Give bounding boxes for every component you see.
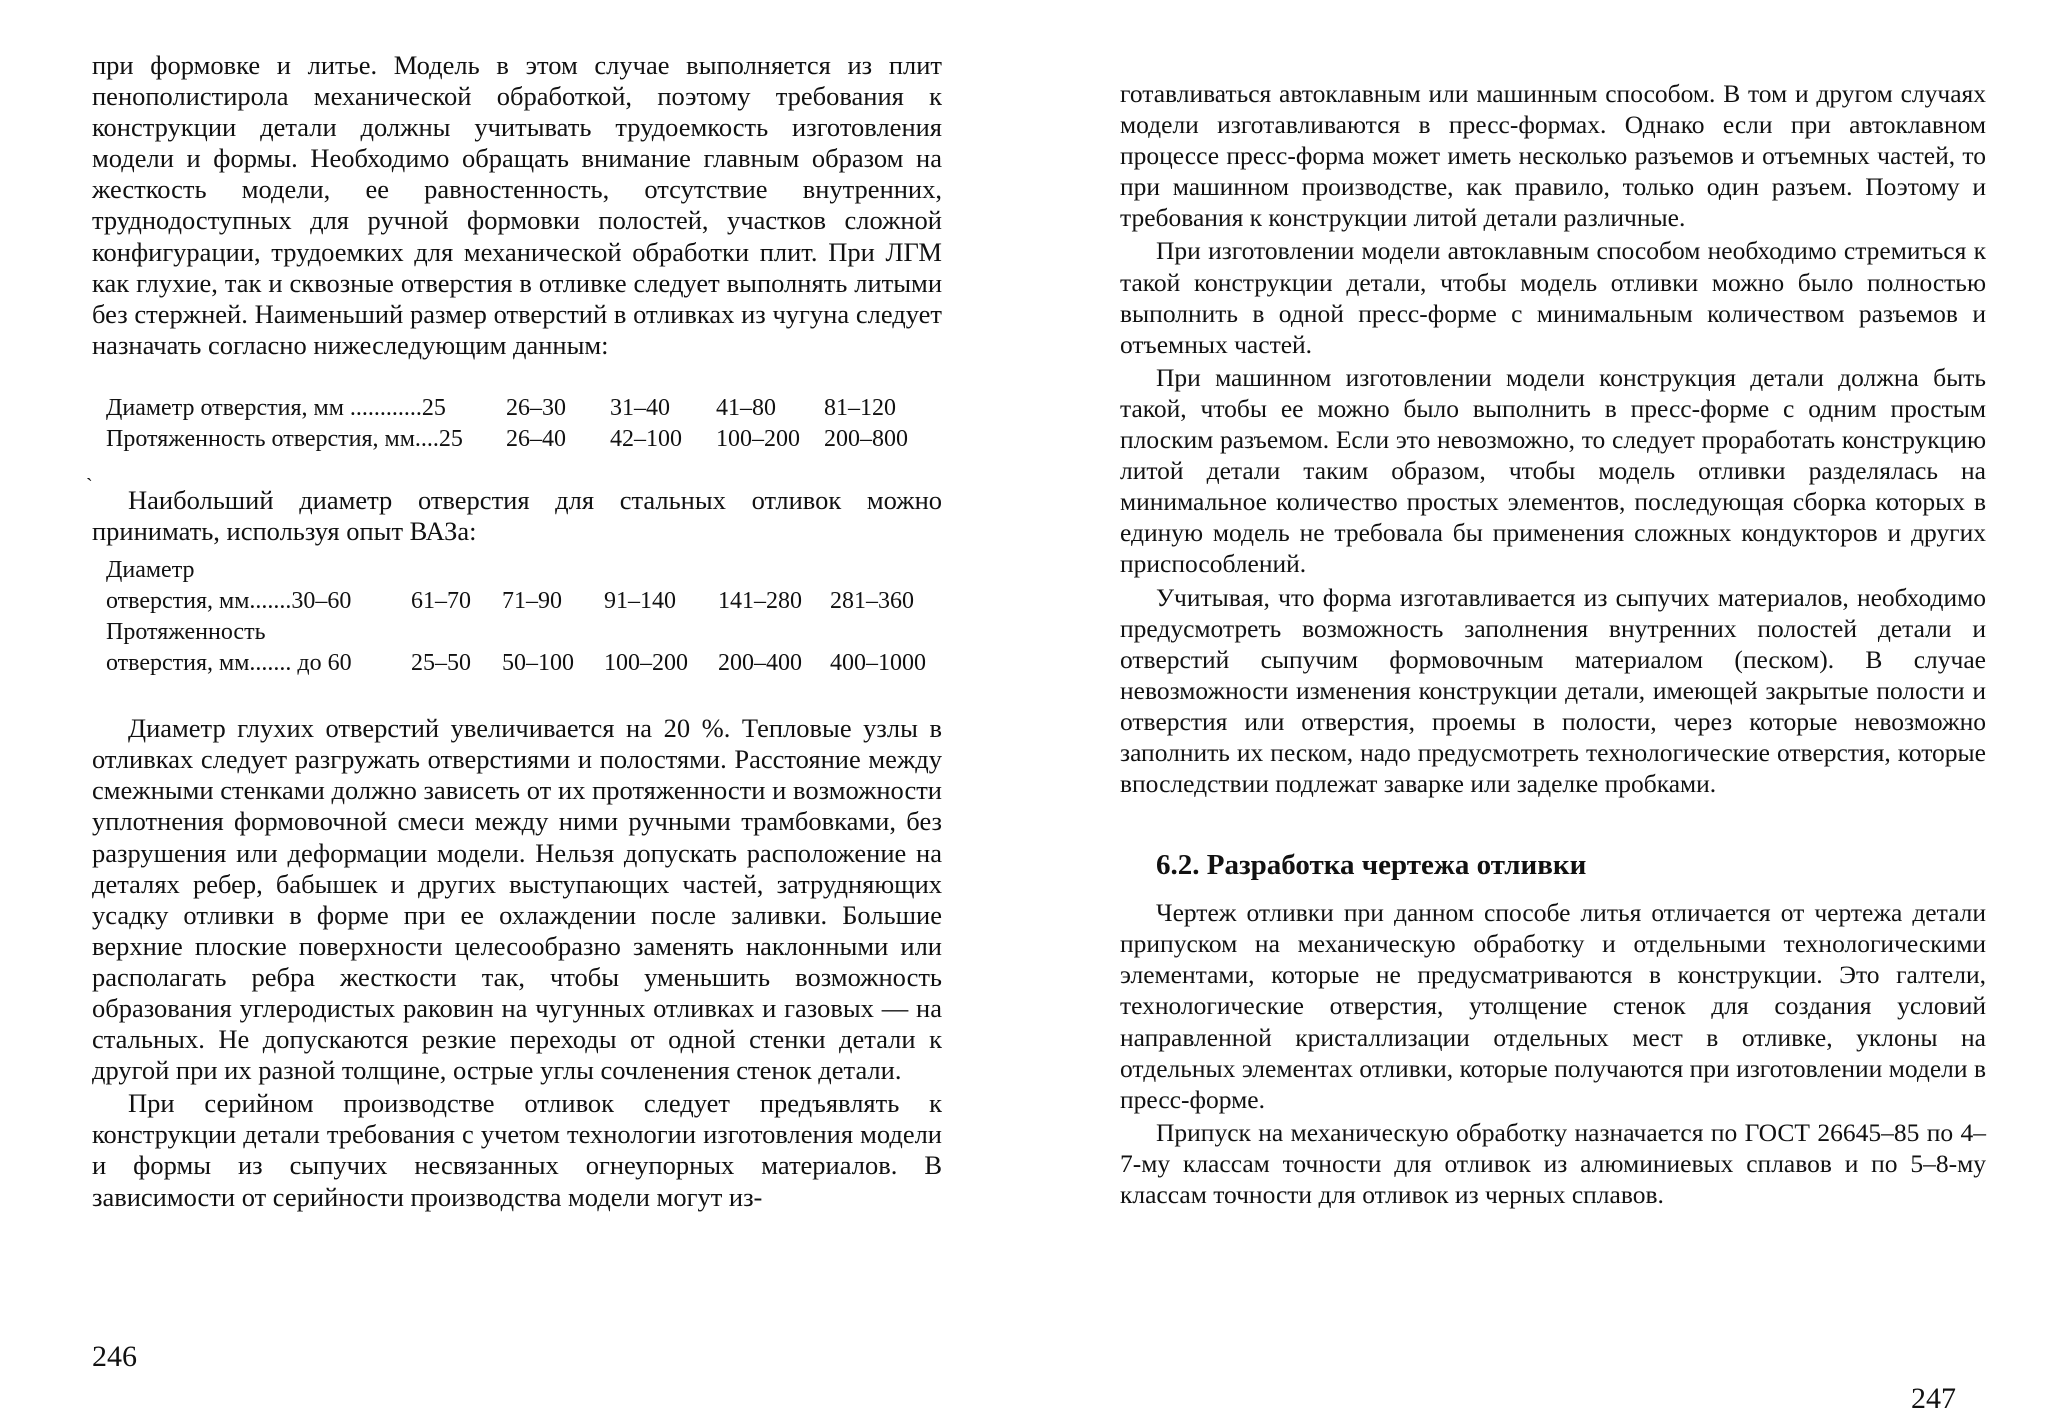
page-number-right: 247 <box>1911 1382 1956 1415</box>
right-paragraph-1: готавливаться автоклавным или машинным с… <box>1120 79 1986 233</box>
table-row-label: отверстия, мм.......30–60 <box>106 588 352 615</box>
table-row: отверстия, мм....... до 60 25–50 50–100 … <box>106 648 926 679</box>
table-cell: 200–400 <box>718 650 802 677</box>
page-number-left: 246 <box>92 1340 137 1373</box>
table-row-title: Протяженность <box>106 619 266 646</box>
table-row: отверстия, мм.......30–60 61–70 71–90 91… <box>106 586 926 617</box>
table-cell: 141–280 <box>718 588 802 615</box>
table-cell: 100–200 <box>604 650 688 677</box>
table-row: Протяженность отверстия, мм....25 26–40 … <box>106 424 908 455</box>
table-cell: 26–40 <box>506 425 566 452</box>
hole-size-table-steel: Диаметр отверстия, мм.......30–60 61–70 … <box>106 555 926 679</box>
left-paragraph-2-block: ` Наибольший диаметр отверстия для сталь… <box>86 475 942 547</box>
right-paragraph-3: При машинном изготовлении модели констру… <box>1120 362 1986 579</box>
table-cell: 81–120 <box>824 394 896 421</box>
right-paragraph-6: Припуск на механическую обработку назнач… <box>1120 1117 1986 1209</box>
right-page: готавливаться автоклавным или машинным с… <box>1024 0 2048 1428</box>
table-row-title: Диаметр <box>106 557 195 584</box>
table-cell: 71–90 <box>502 588 562 615</box>
table-cell: 25–50 <box>411 650 471 677</box>
table-cell: 281–360 <box>830 588 914 615</box>
table-cell: 91–140 <box>604 588 676 615</box>
table-cell: 31–40 <box>610 394 670 421</box>
right-paragraph-2: При изготовлении модели автоклавным спос… <box>1120 236 1986 359</box>
table-cell: 61–70 <box>411 588 471 615</box>
table-row-label: Диаметр отверстия, мм ............25 <box>106 394 446 421</box>
table-cell: 400–1000 <box>830 650 926 677</box>
left-paragraph-2: Наибольший диаметр отверстия для стальны… <box>92 484 942 547</box>
left-paragraph-3: Диаметр глухих отверстий увеличивается н… <box>92 713 942 1086</box>
left-paragraph-4: При серийном производстве отливок следуе… <box>92 1088 942 1212</box>
table-cell: 26–30 <box>506 394 566 421</box>
table-cell: 200–800 <box>824 425 908 452</box>
table-cell: 100–200 <box>716 425 800 452</box>
table-row-label: Протяженность отверстия, мм....25 <box>106 425 463 452</box>
table-cell: 41–80 <box>716 394 776 421</box>
table-cell: 50–100 <box>502 650 574 677</box>
right-paragraph-5: Чертеж отливки при данном способе литья … <box>1120 898 1986 1114</box>
right-text-column: готавливаться автоклавным или машинным с… <box>1120 78 1986 1210</box>
hole-size-table-cast-iron: Диаметр отверстия, мм ............25 26–… <box>106 393 908 455</box>
table-row: Диаметр отверстия, мм ............25 26–… <box>106 393 908 424</box>
table-row: Диаметр <box>106 555 926 586</box>
right-paragraph-4: Учитывая, что форма изготавливается из с… <box>1120 582 1986 799</box>
left-paragraph-1: при формовке и литье. Модель в этом случ… <box>92 50 942 360</box>
table-row: Протяженность <box>106 617 926 648</box>
stray-mark: ` <box>86 474 93 497</box>
left-page: при формовке и литье. Модель в этом случ… <box>86 50 942 1373</box>
table-row-label: отверстия, мм....... до 60 <box>106 650 352 677</box>
left-text-column: при формовке и литье. Модель в этом случ… <box>86 50 942 1213</box>
table-cell: 42–100 <box>610 425 682 452</box>
section-heading: 6.2. Разработка чертежа отливки <box>1156 849 1587 882</box>
